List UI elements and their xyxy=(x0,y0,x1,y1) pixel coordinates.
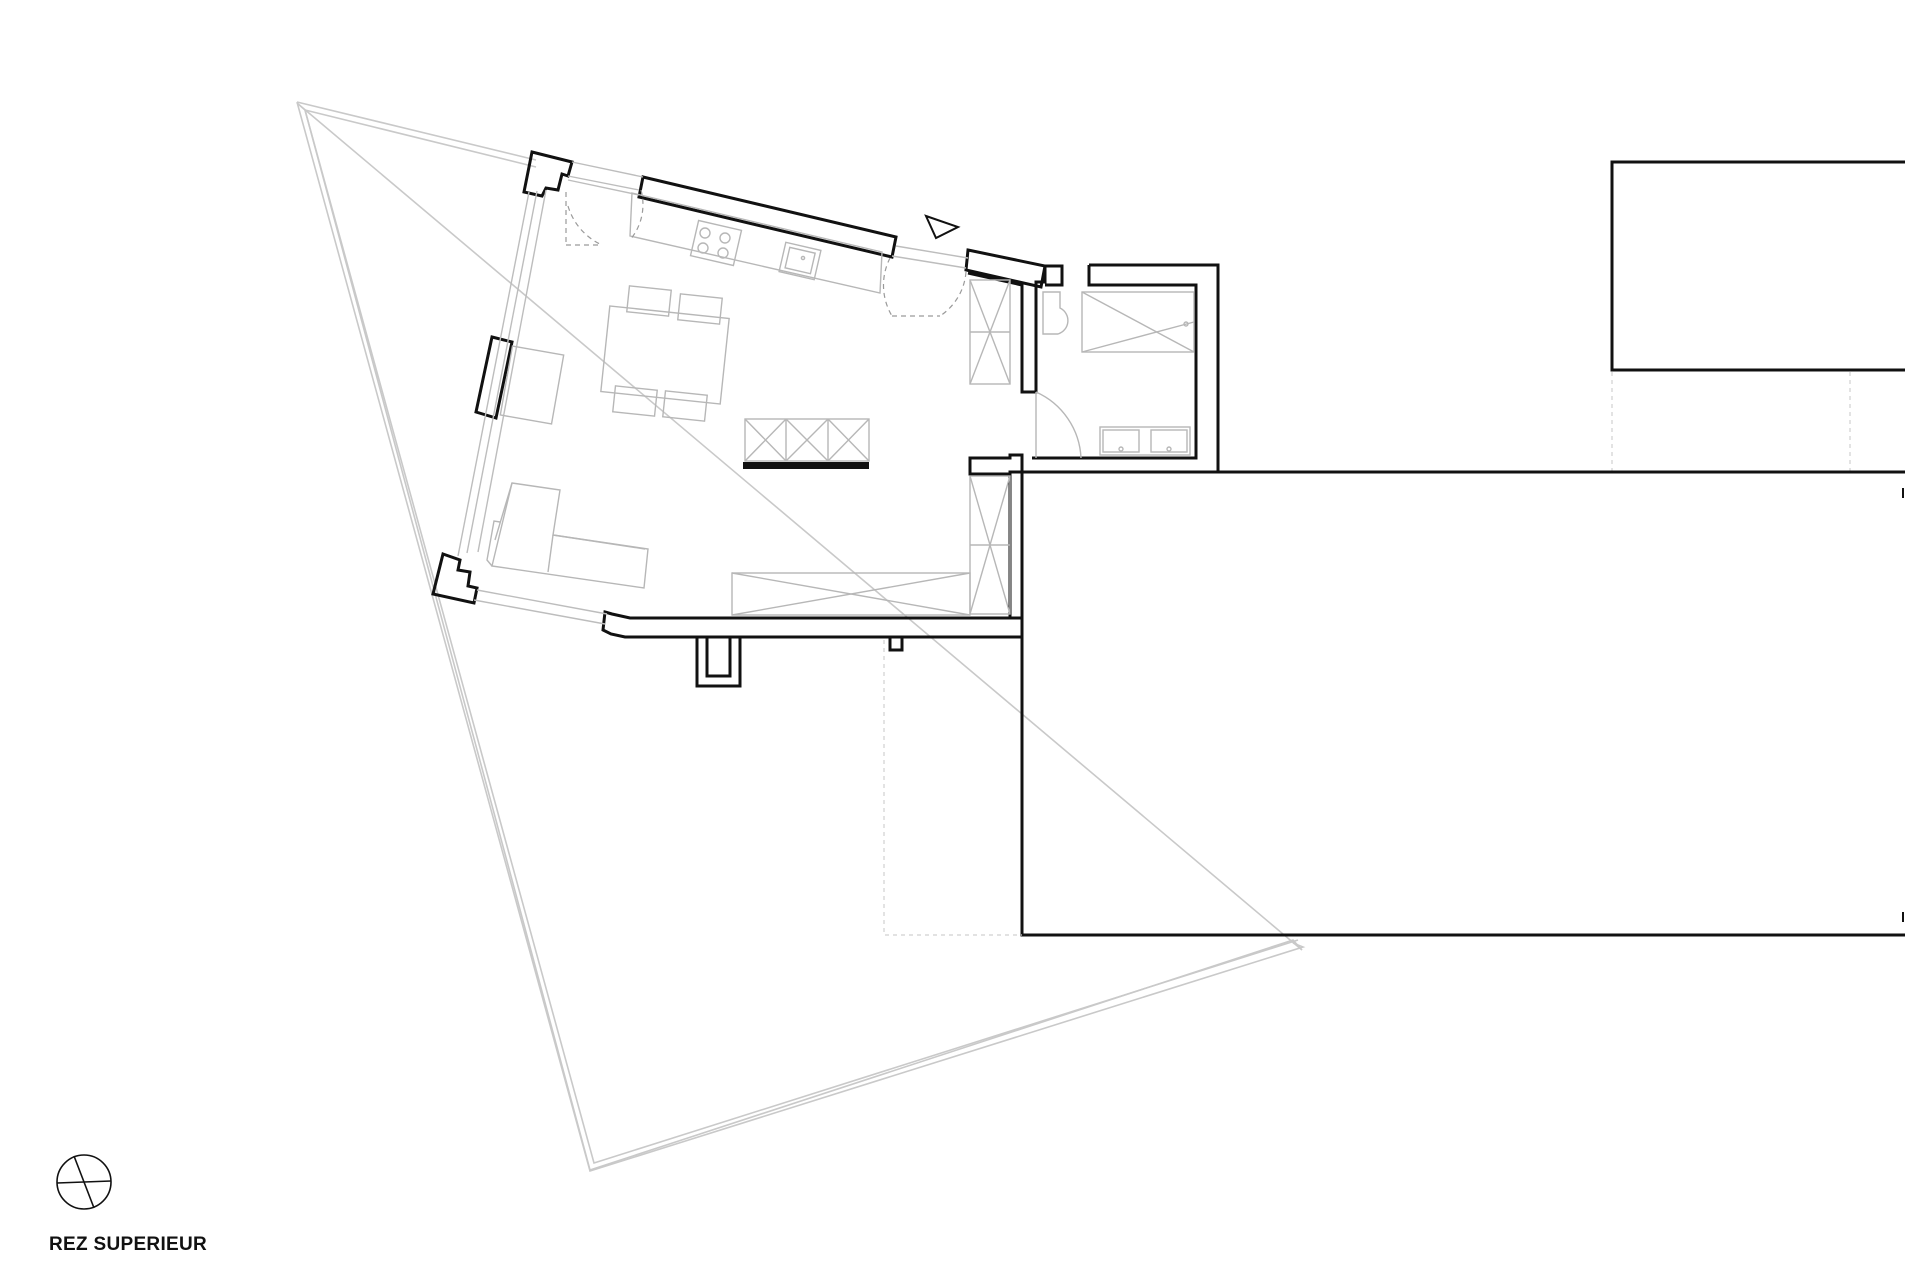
terrace-doors xyxy=(565,189,967,317)
sideboard xyxy=(731,572,971,616)
dining-table xyxy=(600,285,730,422)
site-boundary xyxy=(296,101,1306,1173)
level-label: REZ SUPERIEUR xyxy=(49,1234,207,1255)
windows xyxy=(457,161,969,625)
parking-outline xyxy=(883,640,1022,936)
sofa xyxy=(486,482,649,589)
entrance-marker-icon xyxy=(924,214,961,240)
exterior-walls xyxy=(431,150,1047,688)
shower xyxy=(1081,291,1195,353)
storage-cupboard-upper xyxy=(969,279,1011,385)
washbasin xyxy=(1099,426,1191,456)
storage-cupboard-lower xyxy=(969,475,1011,615)
bathroom-walls xyxy=(967,263,1220,618)
adjacent-building-upper xyxy=(1610,160,1905,472)
toilet xyxy=(1042,291,1069,335)
bathroom-door xyxy=(1035,391,1082,459)
kitchen-island xyxy=(743,418,870,469)
kitchen-counter xyxy=(629,192,883,294)
north-arrow-icon xyxy=(56,1154,112,1210)
adjacent-building-lower xyxy=(1020,470,1905,937)
armchair xyxy=(499,345,565,425)
